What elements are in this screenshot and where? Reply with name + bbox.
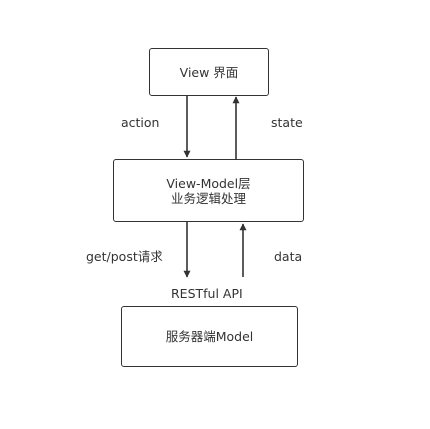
- get-post-label: get/post请求: [86, 249, 163, 264]
- viewmodel-node-subtitle: 业务逻辑处理: [170, 190, 246, 206]
- view-node-label: View 界面: [179, 64, 239, 80]
- server-model-node: 服务器端Model: [121, 306, 298, 367]
- viewmodel-node-title: View-Model层: [166, 175, 251, 191]
- action-label: action: [121, 115, 160, 130]
- server-model-node-label: 服务器端Model: [165, 329, 254, 344]
- viewmodel-node: View-Model层 业务逻辑处理: [113, 159, 304, 222]
- state-label: state: [271, 115, 303, 130]
- restful-api-label: RESTful API: [171, 286, 243, 301]
- view-node: View 界面: [149, 48, 269, 96]
- data-label: data: [274, 249, 303, 264]
